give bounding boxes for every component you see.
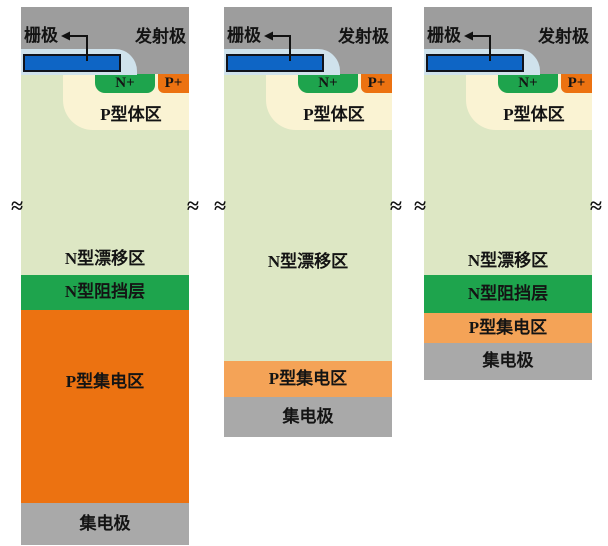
gate-electrode-bar xyxy=(226,54,324,72)
gate-label: 栅极 xyxy=(24,26,58,45)
gate-label: 栅极 xyxy=(227,26,261,45)
break-symbol-left: ≈ xyxy=(214,193,227,218)
pplus-region: P+ xyxy=(158,74,189,93)
drift-label: N型漂移区 xyxy=(267,252,349,271)
drift-label: N型漂移区 xyxy=(64,249,146,268)
gate-electrode-bar xyxy=(426,54,524,72)
emitter-label: 发射极 xyxy=(338,27,389,46)
gate-arrow-icon xyxy=(61,31,88,61)
buffer-layer xyxy=(424,275,592,313)
buffer-layer xyxy=(21,275,189,310)
pbody-label: P型体区 xyxy=(100,105,162,124)
pbody-label: P型体区 xyxy=(303,105,365,124)
collector-electrode xyxy=(224,397,392,437)
collector-label: 集电极 xyxy=(482,351,534,370)
pcollector-region xyxy=(224,361,392,397)
pplus-region: P+ xyxy=(361,74,392,93)
collector-electrode xyxy=(21,503,189,545)
gate-label: 栅极 xyxy=(427,26,461,45)
nplus-region: N+ xyxy=(298,74,358,93)
break-symbol-right: ≈ xyxy=(186,193,199,218)
collector-label: 集电极 xyxy=(79,514,131,533)
break-symbol-right: ≈ xyxy=(589,193,602,218)
nplus-region: N+ xyxy=(498,74,558,93)
igbt-structure-right: N+ P+ 栅极 发射极 P型体区 ≈ ≈ N型漂移区 N型阻挡层 P型集电区 … xyxy=(414,7,602,380)
pcollector-region xyxy=(424,313,592,343)
buffer-label: N型阻挡层 xyxy=(467,284,549,303)
pcollector-label: P型集电区 xyxy=(65,372,145,391)
break-symbol-right: ≈ xyxy=(389,193,402,218)
pbody-label: P型体区 xyxy=(503,105,565,124)
igbt-structure-middle: N+ P+ 栅极 发射极 P型体区 ≈ ≈ N型漂移区 P型集电区 集电极 xyxy=(214,7,402,437)
gate-electrode-bar xyxy=(23,54,121,72)
pplus-region: P+ xyxy=(561,74,592,93)
nplus-region: N+ xyxy=(95,74,155,93)
pcollector-region xyxy=(21,310,189,503)
break-symbol-left: ≈ xyxy=(11,193,24,218)
drift-label: N型漂移区 xyxy=(467,251,549,270)
gate-arrow-icon xyxy=(264,31,291,61)
break-symbol-left: ≈ xyxy=(414,193,427,218)
gate-arrow-icon xyxy=(464,31,491,61)
emitter-label: 发射极 xyxy=(135,27,186,46)
buffer-label: N型阻挡层 xyxy=(64,282,146,301)
collector-electrode xyxy=(424,343,592,380)
pcollector-label: P型集电区 xyxy=(268,369,348,388)
collector-label: 集电极 xyxy=(282,407,334,426)
igbt-structure-left: N+ P+ 栅极 发射极 P型体区 ≈ ≈ N型漂移区 N型阻挡层 P型集电区 … xyxy=(11,7,199,545)
emitter-label: 发射极 xyxy=(538,27,589,46)
pcollector-label: P型集电区 xyxy=(468,318,548,337)
